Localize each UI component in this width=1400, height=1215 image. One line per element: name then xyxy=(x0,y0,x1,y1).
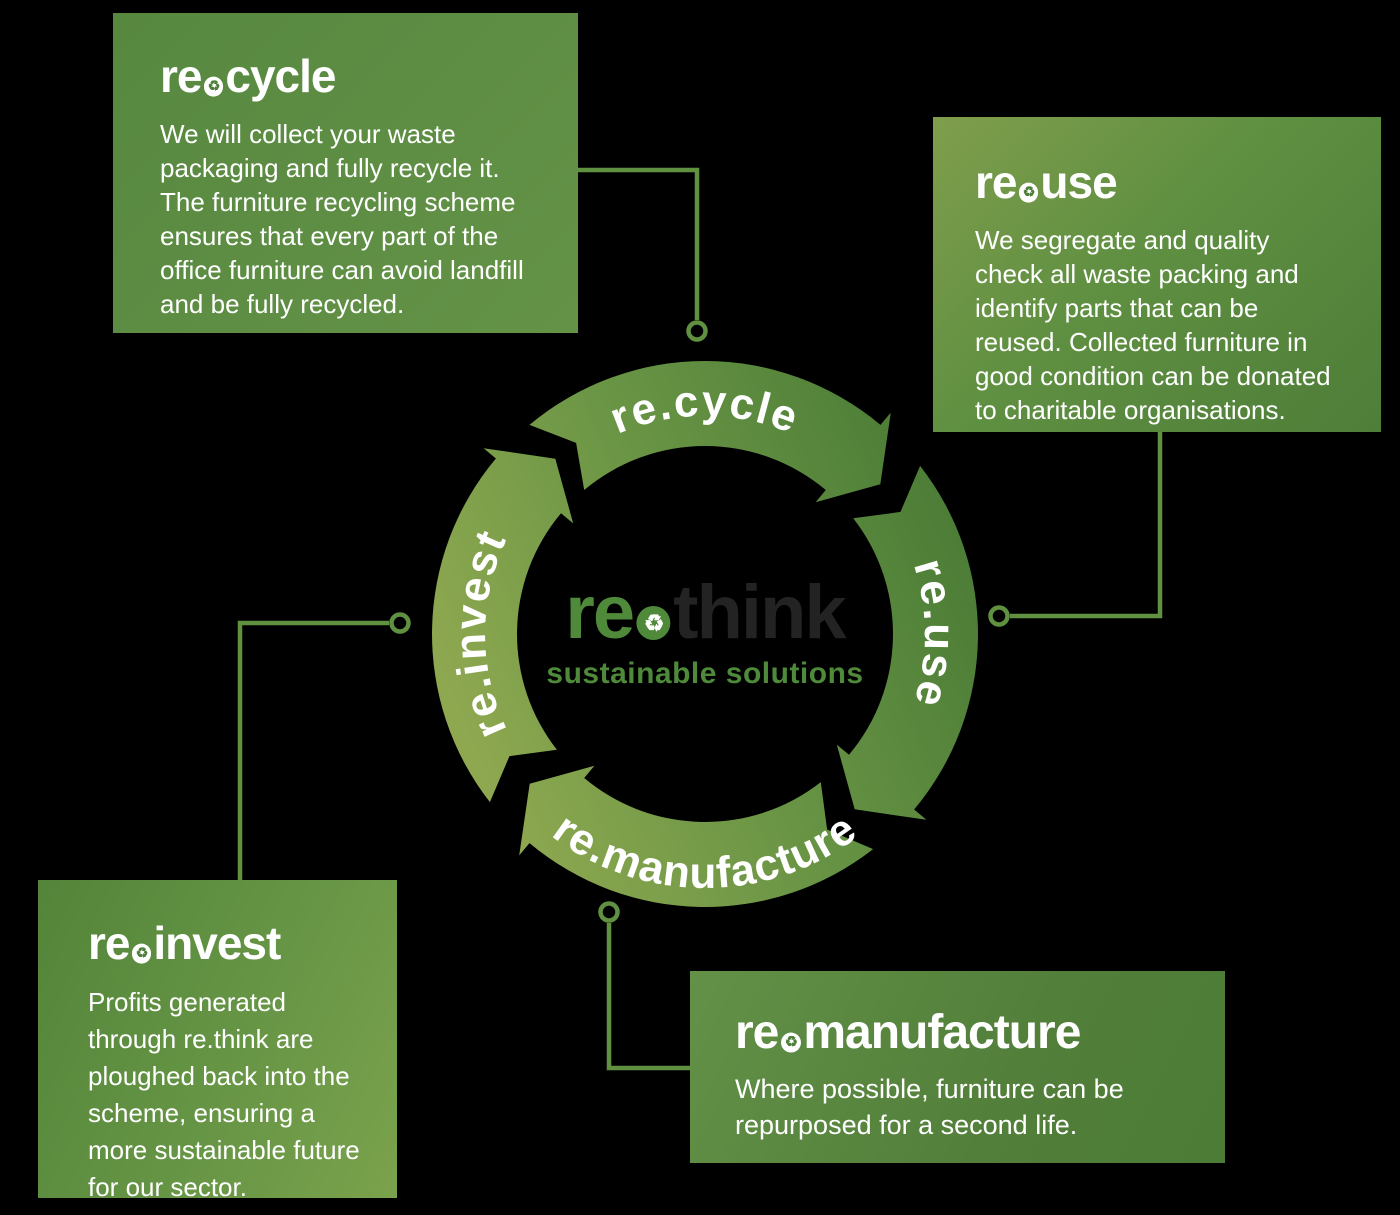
connector-line-reinvest xyxy=(237,620,389,882)
remanufacture-card: re♻manufacture Where possible, furniture… xyxy=(690,971,1225,1163)
reinvest-card-body: Profits generated through re.think are p… xyxy=(88,987,360,1202)
recycle-symbol-icon: ♻ xyxy=(131,943,152,964)
connector-line-remanufacture xyxy=(606,923,692,1071)
ring-segment-remanufacture xyxy=(519,765,874,907)
logo-re-text: re xyxy=(565,570,635,655)
logo-tagline: sustainable solutions xyxy=(546,657,864,690)
recycle-symbol-icon: ♻ xyxy=(780,1032,801,1053)
connector-node-right xyxy=(988,605,1010,627)
ring-segment-reinvest xyxy=(432,448,574,803)
recycle-card: re♻cycle We will collect your waste pack… xyxy=(113,13,578,333)
logo-think-text: think xyxy=(673,570,847,655)
remanufacture-card-title: re♻manufacture xyxy=(735,1006,1081,1059)
connector-line-recycle xyxy=(570,167,700,320)
reuse-card-body: We segregate and quality check all waste… xyxy=(975,225,1331,425)
remanufacture-card-body: Where possible, furniture can be repurpo… xyxy=(735,1074,1124,1140)
reuse-card-title: re♻use xyxy=(975,156,1118,208)
connector-node-bottom xyxy=(598,901,620,923)
recycle-card-title: re♻cycle xyxy=(160,50,337,102)
connector-node-left xyxy=(389,612,411,634)
recycle-symbol-icon: ♻ xyxy=(1018,182,1039,203)
reinvest-card: re♻invest Profits generated through re.t… xyxy=(38,880,397,1202)
recycle-card-body: We will collect your waste packaging and… xyxy=(160,119,524,319)
ring-segment-reuse xyxy=(836,465,978,820)
rethink-logo: re ♻ think sustainable solutions xyxy=(546,575,863,691)
connector-node-top xyxy=(686,320,708,342)
recycle-symbol-icon: ♻ xyxy=(203,76,224,97)
recycle-symbol-icon: ♻ xyxy=(636,606,671,640)
connector-line-reuse xyxy=(1010,430,1163,619)
ring-label-remanufacture: re.manufacture xyxy=(545,804,866,898)
reuse-card: re♻use We segregate and quality check al… xyxy=(933,117,1381,432)
rethink-logo-wordmark: re ♻ think xyxy=(565,570,847,655)
reinvest-card-title: re♻invest xyxy=(88,917,281,969)
ring-segment-recycle xyxy=(529,361,891,503)
